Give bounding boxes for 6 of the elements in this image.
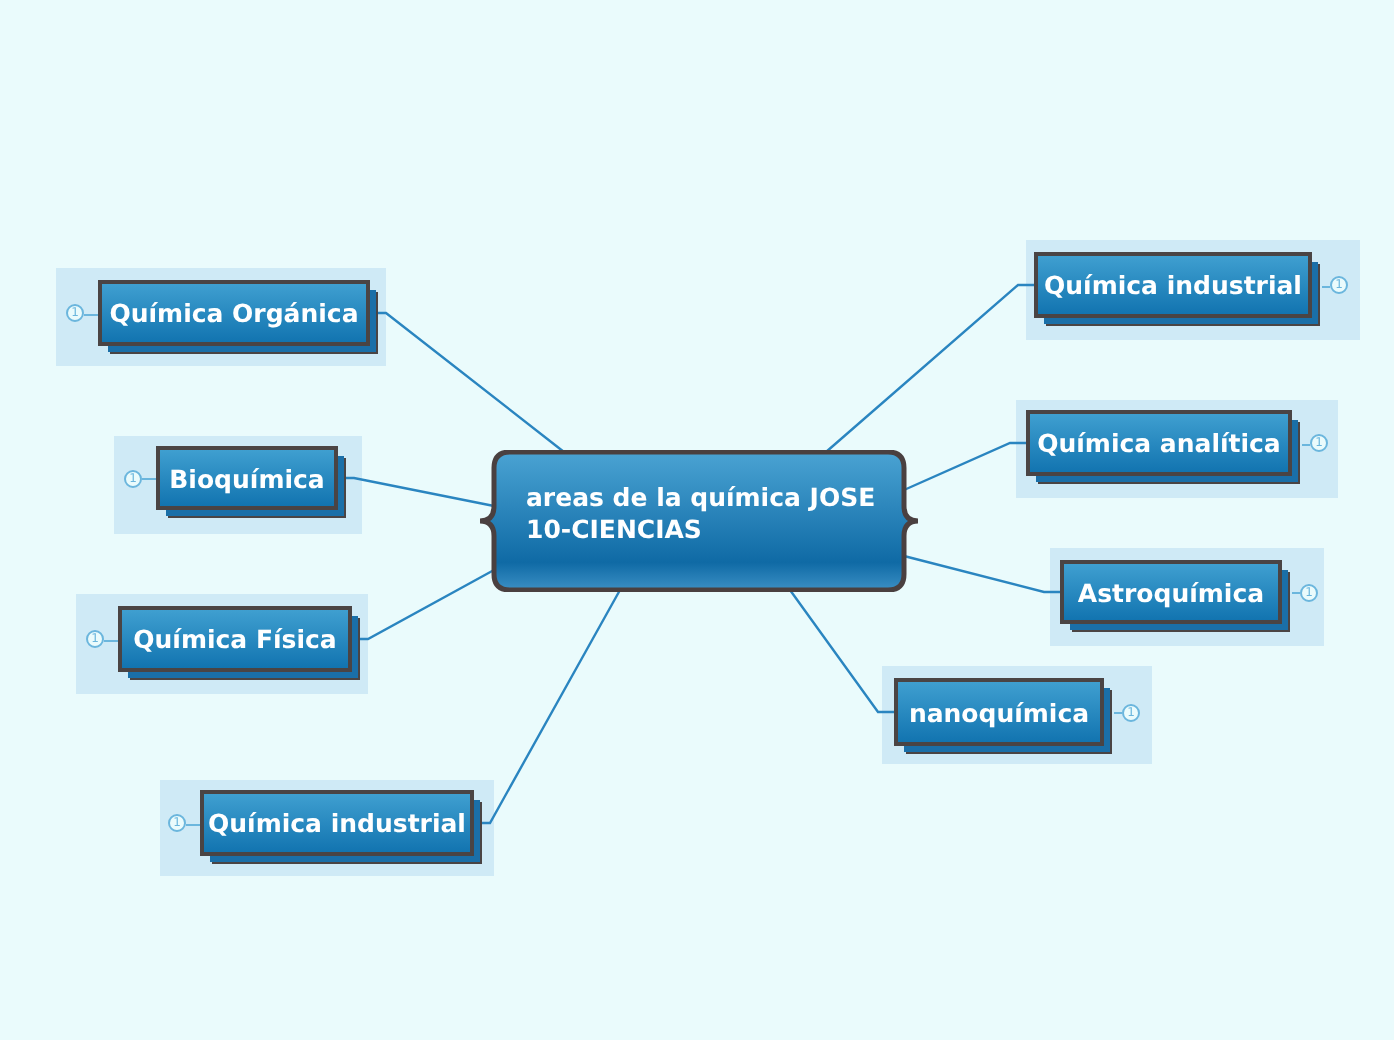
connector-line <box>825 283 1034 453</box>
central-topic <box>478 450 920 592</box>
connector-line <box>789 589 894 714</box>
connector-line <box>903 441 1026 492</box>
connector-line <box>903 554 1060 594</box>
topic-text: areas de la química JOSE 10-CIENCIAS <box>526 482 878 546</box>
